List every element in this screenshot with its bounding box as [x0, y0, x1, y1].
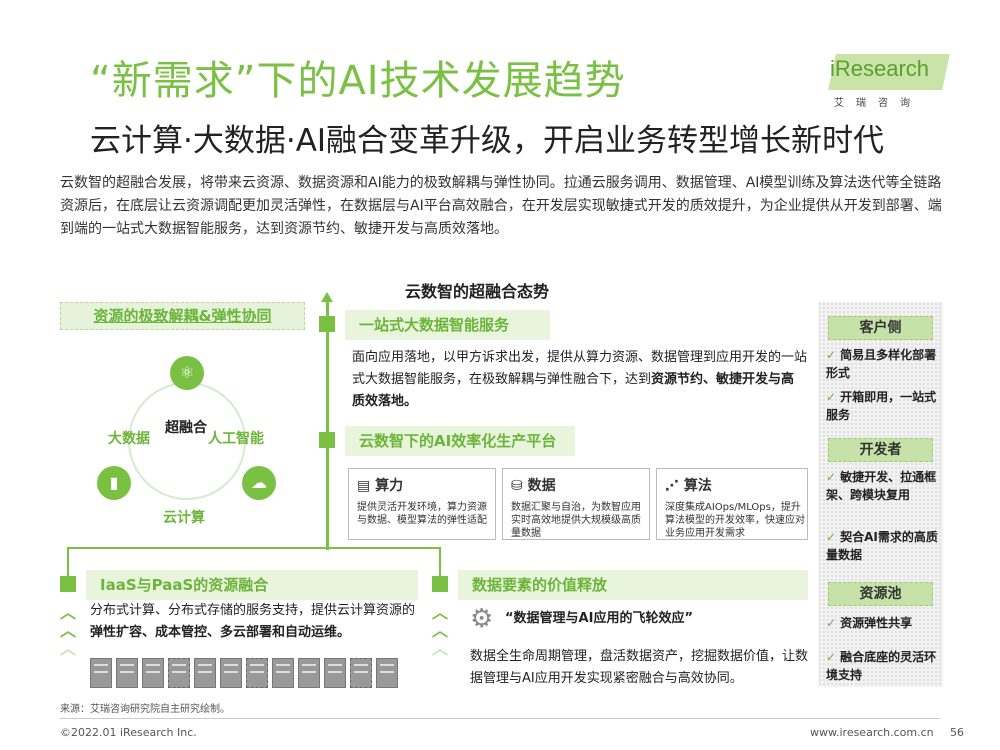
card-title: ⛁ 数据	[511, 478, 556, 494]
website-link[interactable]: www.iresearch.com.cn	[810, 726, 934, 739]
server-icon	[90, 654, 425, 692]
node-label-bigdata: 大数据	[108, 431, 150, 447]
atom-icon: ⚛	[170, 356, 204, 390]
page-title: “新需求”下的AI技术发展趋势	[90, 58, 626, 104]
iaas-label: IaaS与PaaS的资源融合	[86, 570, 418, 600]
service-label: 一站式大数据智能服务	[345, 310, 550, 340]
bar-chart-icon: ▮	[97, 466, 131, 500]
panel-item: ✓敏捷开发、拉通框架、跨模块复用	[826, 470, 937, 502]
panel-item: ✓简易且多样化部署形式	[826, 348, 937, 380]
card-data: ⛁ 数据 数据汇聚与自治，为数智应用实时高效地提供大规模级高质量数据	[502, 468, 650, 540]
panel-item: ✓开箱即用，一站式服务	[826, 390, 937, 422]
platform-label: 云数智下的AI效率化生产平台	[345, 426, 575, 456]
right-panel: 客户侧 ✓简易且多样化部署形式 ✓开箱即用，一站式服务 开发者 ✓敏捷开发、拉通…	[818, 302, 943, 687]
check-icon: ✓	[826, 470, 837, 484]
card-algorithm: ⋰ 算法 深度集成AIOps/MLOps，提升算法模型的开发效率，快速应对业务应…	[656, 468, 808, 540]
database-icon: ⛁	[511, 478, 523, 494]
card-text: 数据汇聚与自治，为数智应用实时高效地提供大规模级高质量数据	[511, 502, 641, 539]
panel-item: ✓资源弹性共享	[826, 616, 913, 630]
section-marker	[60, 576, 76, 592]
card-text: 深度集成AIOps/MLOps，提升算法模型的开发效率，快速应对业务应用开发需求	[665, 502, 805, 539]
footer-divider	[60, 718, 940, 719]
check-icon: ✓	[826, 616, 837, 630]
check-icon: ✓	[826, 650, 837, 664]
panel-head-resource: 资源池	[828, 582, 933, 606]
iaas-text: 分布式计算、分布式存储的服务支持，提供云计算资源的弹性扩容、成本管控、多云部署和…	[90, 603, 416, 640]
value-text: 数据全生命周期管理，盘活数据资产，挖掘数据价值，让数据管理与AI应用开发实现紧密…	[470, 649, 809, 686]
value-label: 数据要素的价值释放	[458, 570, 808, 600]
panel-item: ✓契合AI需求的高质量数据	[826, 530, 938, 562]
book-icon: ▤	[357, 478, 371, 494]
logo-text: iResearch	[830, 56, 930, 81]
card-text: 提供灵活开发环境，算力资源与数据、模型算法的弹性适配	[357, 502, 487, 526]
card-title: ▤ 算力	[357, 478, 404, 494]
panel-head-developer: 开发者	[828, 438, 933, 462]
panel-head-customer: 客户侧	[828, 316, 933, 340]
value-quote: “数据管理与AI应用的飞轮效应”	[505, 611, 693, 626]
check-icon: ✓	[826, 530, 837, 544]
intro-paragraph: 云数智的超融合发展，将带来云资源、数据资源和AI能力的极致解耦与弹性协同。拉通云…	[60, 175, 942, 237]
chevron-up-icon: ︿︿︿	[60, 603, 77, 658]
section-marker	[432, 576, 448, 592]
card-compute: ▤ 算力 提供灵活开发环境，算力资源与数据、模型算法的弹性适配	[348, 468, 496, 540]
panel-item: ✓融合底座的灵活环境支持	[826, 650, 937, 682]
section-marker	[319, 316, 335, 332]
chevron-up-icon: ︿︿︿	[432, 603, 449, 658]
node-label-cloud: 云计算	[163, 510, 205, 526]
page-subtitle: 云计算·大数据·AI融合变革升级，开启业务转型增长新时代	[90, 123, 885, 159]
core-label: 超融合	[165, 420, 207, 436]
split-line	[68, 547, 440, 549]
section-marker	[319, 432, 335, 448]
service-text: 面向应用落地，以甲方诉求出发，提供从算力资源、数据管理到应用开发的一站式大数据智…	[352, 350, 808, 409]
logo-subtext: 艾瑞咨询	[834, 98, 922, 109]
diagram-title: 云数智的超融合态势	[405, 282, 550, 301]
node-label-ai: 人工智能	[208, 431, 264, 447]
network-icon: ⋰	[665, 478, 679, 494]
source-note: 来源：艾瑞咨询研究院自主研究绘制。	[60, 704, 230, 715]
check-icon: ✓	[826, 348, 837, 362]
cloud-icon: ☁	[242, 466, 276, 500]
arrow-up-icon	[321, 292, 333, 302]
gear-icon: ⚙	[470, 604, 494, 634]
timeline-line	[326, 300, 329, 550]
left-label: 资源的极致解耦&弹性协同	[60, 302, 305, 330]
check-icon: ✓	[826, 390, 837, 404]
iresearch-logo: iResearch 艾瑞咨询	[828, 50, 950, 109]
card-title: ⋰ 算法	[665, 478, 712, 494]
copyright: ©2022.01 iResearch Inc.	[60, 726, 197, 739]
page-number: 56	[950, 726, 964, 739]
